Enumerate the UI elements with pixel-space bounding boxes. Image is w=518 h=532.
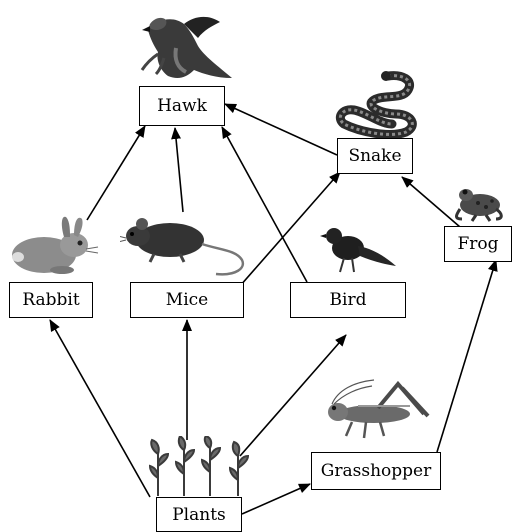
- snake-image: [335, 71, 417, 139]
- arrow-grasshopper-to-frog: [436, 259, 498, 453]
- arrow-frog-to-snake: [401, 176, 461, 228]
- frog-image: [455, 189, 503, 222]
- bird-image: [320, 228, 396, 273]
- rabbit-label: Rabbit: [9, 282, 93, 318]
- arrow-bird-to-hawk: [221, 126, 308, 283]
- arrow-plants-to-grasshopper: [241, 483, 311, 515]
- mice-label: Mice: [130, 282, 244, 318]
- grasshopper-image: [328, 379, 430, 439]
- plants-image: [148, 436, 250, 496]
- arrow-rabbit-to-hawk: [86, 125, 146, 221]
- arrow-plants-to-rabbit: [49, 319, 151, 498]
- arrow-mice-to-hawk: [171, 127, 184, 213]
- hawk-label: Hawk: [139, 86, 225, 126]
- grasshopper-label: Grasshopper: [311, 452, 441, 490]
- frog-label: Frog: [444, 226, 512, 262]
- rabbit-image: [12, 216, 99, 274]
- bird-label: Bird: [290, 282, 406, 318]
- arrow-mice-to-snake: [239, 171, 341, 287]
- arrow-plants-to-bird: [239, 334, 347, 457]
- snake-label: Snake: [337, 138, 413, 174]
- mouse-image: [120, 218, 245, 276]
- arrow-snake-to-hawk: [224, 103, 338, 156]
- hawk-image: [140, 16, 232, 78]
- plants-label: Plants: [156, 497, 242, 532]
